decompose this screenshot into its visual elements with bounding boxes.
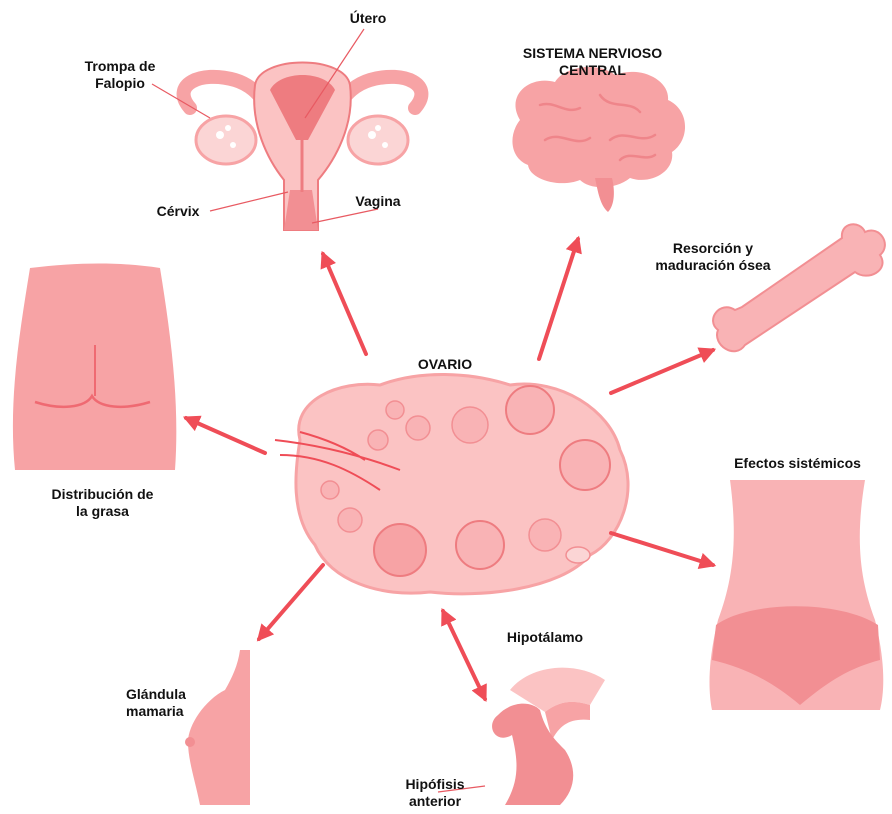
label-hueso: Resorción y maduración ósea [638,240,788,274]
label-cervix: Cérvix [148,203,208,220]
leader-line [210,192,288,211]
waist-icon [710,480,884,710]
brain-icon [512,67,685,212]
label-utero: Útero [338,10,398,27]
label-grasa: Distribución de la grasa [20,486,185,520]
label-hipotalamo: Hipotálamo [490,629,600,646]
label-sistemicos: Efectos sistémicos [710,455,885,472]
arrow-to-waist [611,533,713,565]
ovary-title: OVARIO [395,356,495,373]
label-mama: Glándula mamaria [126,686,206,720]
arrow-to-fat [186,418,265,453]
label-hipofisis: Hipófisis anterior [385,776,485,810]
leader-line [312,209,378,223]
arrow-ovary-pituitary [443,611,485,699]
ovary-icon [275,374,628,593]
arrow-to-breast [259,565,323,639]
breast-icon [185,650,250,805]
label-trompa: Trompa de Falopio [70,58,170,92]
label-snc: SISTEMA NERVIOSO CENTRAL [505,45,680,79]
pituitary-icon [492,668,605,805]
arrow-to-brain [539,239,578,359]
arrow-to-bone [611,350,713,393]
label-vagina: Vagina [348,193,408,210]
hip-icon [13,264,176,471]
arrow-to-uterus [323,254,366,354]
